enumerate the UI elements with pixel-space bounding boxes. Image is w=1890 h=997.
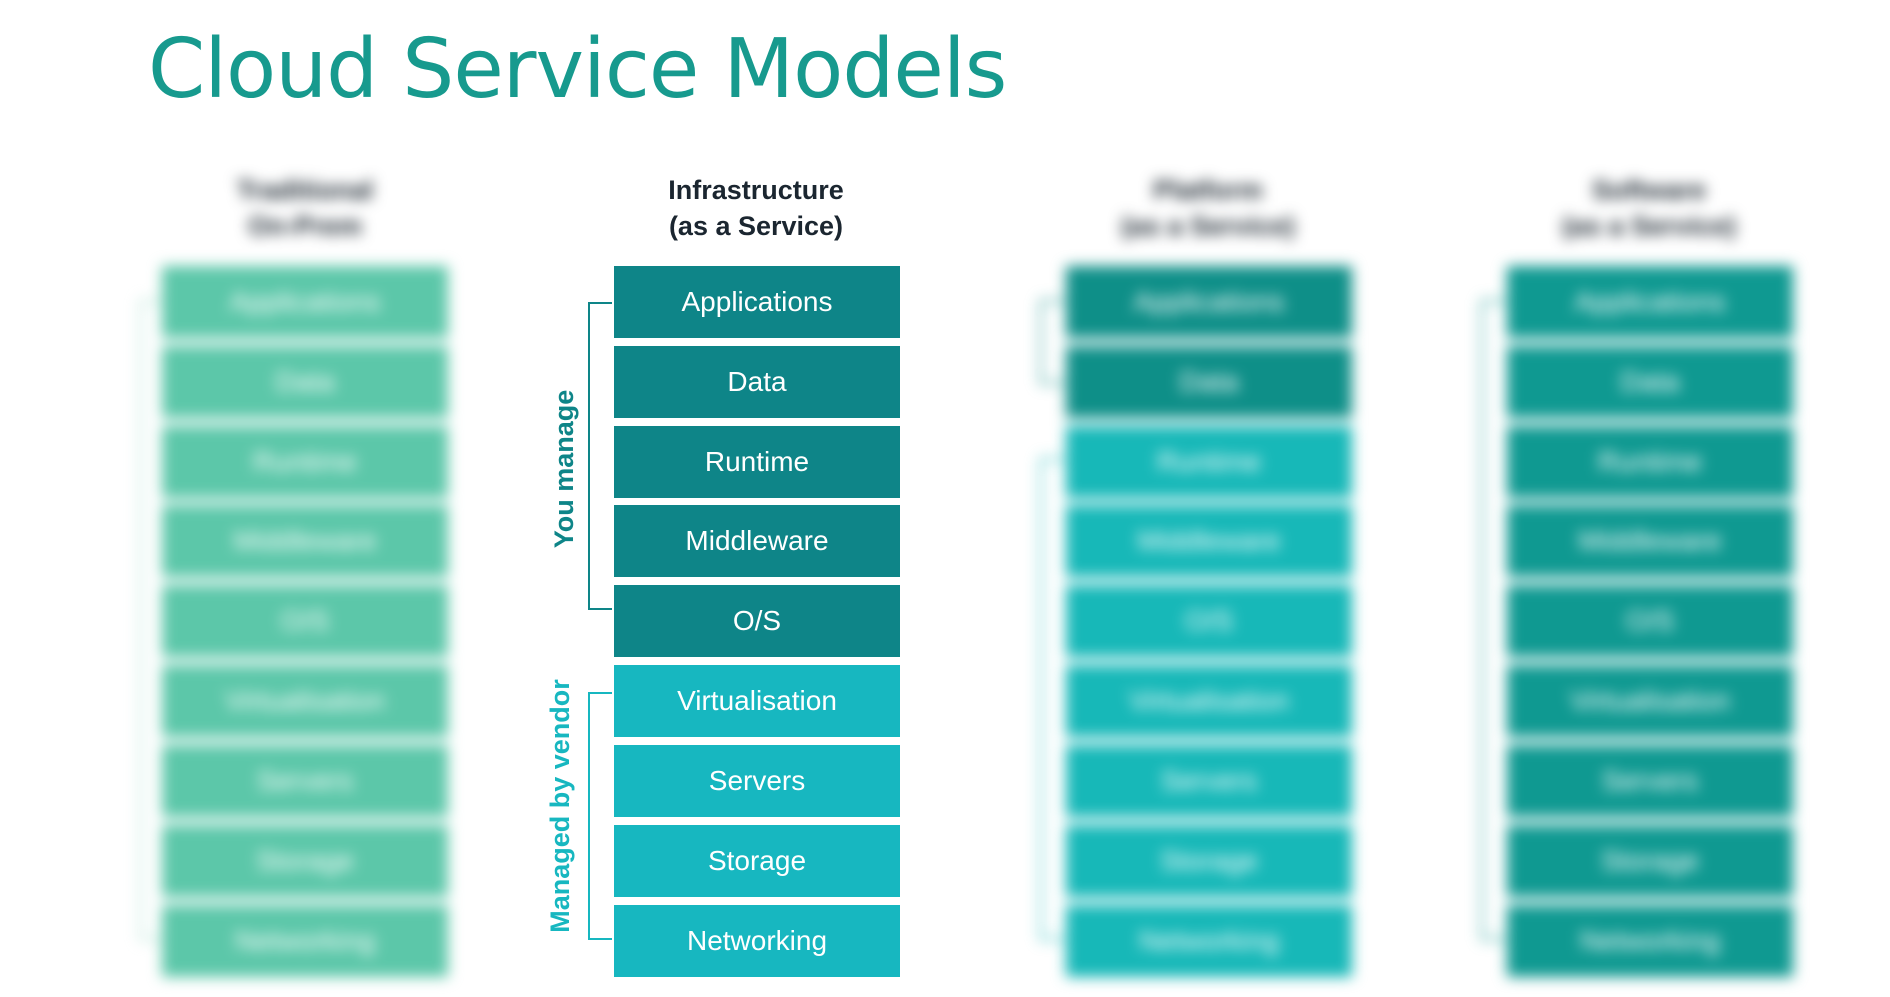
layer-virtualisation: Virtualisation [614,665,900,737]
layer-middleware: Middleware [1507,505,1793,577]
layer-data: Data [614,346,900,418]
layer-storage: Storage [162,825,448,897]
layer-applications: Applications [1066,266,1352,338]
layer-data: Data [1507,346,1793,418]
layer-applications: Applications [162,266,448,338]
layer-data: Data [162,346,448,418]
layer-applications: Applications [614,266,900,338]
bracket-vendor-saas [1481,300,1505,940]
label-managed-by-vendor: Managed by vendor [545,679,575,933]
layer-runtime: Runtime [614,426,900,498]
column-header-iaas: Infrastructure (as a Service) [668,175,844,241]
layer-os: O/S [1066,585,1352,657]
layer-virtualisation: Virtualisation [1066,665,1352,737]
layer-storage: Storage [614,825,900,897]
layer-networking: Networking [614,905,900,977]
layer-applications: Applications [1507,266,1793,338]
layer-networking: Networking [1507,905,1793,977]
layer-middleware: Middleware [614,505,900,577]
page-title: Cloud Service Models [148,22,1007,117]
label-you-manage: You manage [549,389,579,549]
layer-os: O/S [1507,585,1793,657]
layer-servers: Servers [1066,745,1352,817]
layer-virtualisation: Virtualisation [162,665,448,737]
layer-middleware: Middleware [162,505,448,577]
layer-servers: Servers [162,745,448,817]
layer-middleware: Middleware [1066,505,1352,577]
bracket-you-manage [588,302,612,610]
layer-runtime: Runtime [162,426,448,498]
layer-servers: Servers [1507,745,1793,817]
layer-networking: Networking [1066,905,1352,977]
layer-networking: Networking [162,905,448,977]
column-header-saas: Software (as a Service) [1561,175,1737,241]
layer-storage: Storage [1066,825,1352,897]
layer-servers: Servers [614,745,900,817]
bracket-you-manage-onprem [140,300,164,940]
bracket-vendor-paas [1040,458,1064,940]
layer-storage: Storage [1507,825,1793,897]
layer-data: Data [1066,346,1352,418]
column-header-onprem: Traditional On-Prem [236,175,374,241]
layer-virtualisation: Virtualisation [1507,665,1793,737]
layer-os: O/S [162,585,448,657]
column-header-paas: Platform (as a Service) [1120,175,1296,241]
layer-os: O/S [614,585,900,657]
bracket-you-manage-paas [1040,300,1064,384]
layer-runtime: Runtime [1507,426,1793,498]
layer-runtime: Runtime [1066,426,1352,498]
bracket-managed-by-vendor [588,692,612,940]
